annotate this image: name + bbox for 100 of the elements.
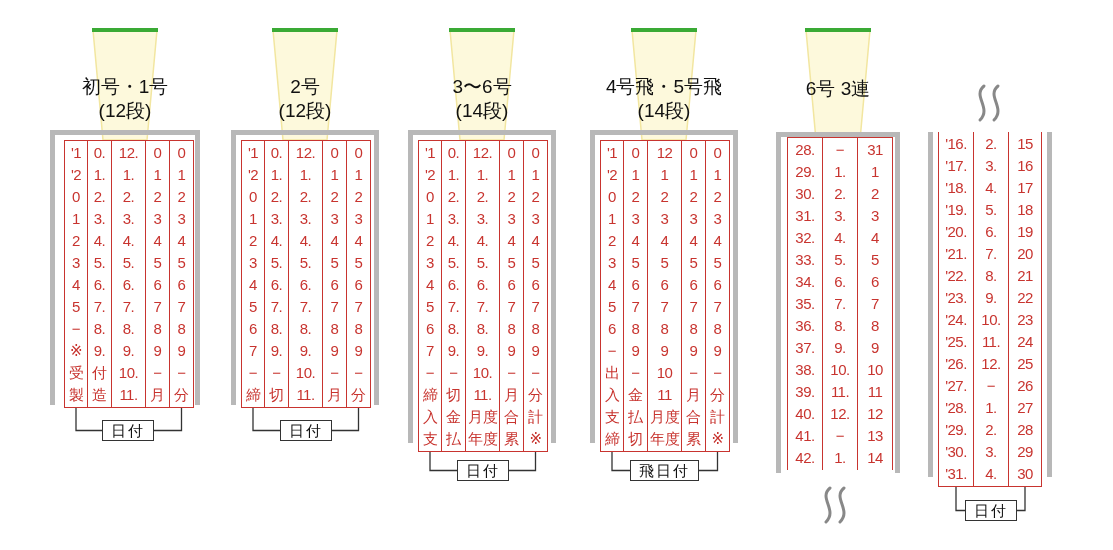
stamp-character: 入 [422, 407, 438, 427]
stamp-character: 2 [330, 187, 339, 207]
stamp-character: 7 [177, 297, 186, 317]
stamp-character: 金 [446, 407, 461, 427]
stamp-character: 9 [177, 341, 186, 361]
stamp-character: 9 [330, 341, 339, 361]
stamp-character: 9 [354, 341, 363, 361]
date-label: 飛日付 [630, 460, 699, 481]
stamp-character: 7 [426, 341, 434, 361]
stamp-character: 3 [689, 209, 698, 229]
stamp-character: '28. [945, 398, 967, 418]
stamp-character: 7 [354, 297, 363, 317]
stamp-character: 支 [604, 407, 620, 427]
date-label: 日付 [457, 460, 509, 481]
stamp-character: 9 [153, 341, 162, 361]
stamp-character: 0 [426, 187, 434, 207]
stamp-character: 7. [122, 297, 135, 317]
stamp-character: − [986, 376, 996, 396]
stamp-character: 8. [447, 319, 460, 339]
stamp-character: 1. [299, 165, 312, 185]
stamp-character: − [689, 363, 698, 383]
stamp-character: 6. [93, 275, 106, 295]
stamp-character: 8 [354, 319, 363, 339]
stamp-character: 4 [871, 228, 879, 248]
stamp-character: 2 [608, 231, 616, 251]
panel-title: (12段) [278, 99, 332, 123]
stamp-character: 40. [795, 404, 815, 424]
stamp-character: '1 [606, 143, 618, 163]
panel-title: (12段) [98, 99, 152, 123]
stamp-character: 7 [153, 297, 162, 317]
stamp-character: 4 [713, 231, 722, 251]
stamp-character: − [835, 140, 845, 160]
stamp-character: 3 [871, 206, 879, 226]
stamp-character: 8 [631, 319, 640, 339]
stamp-character: 4 [507, 231, 516, 251]
stamp-character: 締 [245, 385, 261, 405]
stamp-character: 0 [507, 143, 516, 163]
stamp-character: 11 [657, 385, 672, 405]
stamp-character: 2 [72, 231, 80, 251]
stamp-character: 6 [153, 275, 162, 295]
stamp-character: 5. [299, 253, 312, 273]
stamp-character: '25. [945, 332, 967, 352]
stamp-character: 2 [507, 187, 516, 207]
stamp-character: 製 [68, 385, 84, 405]
stamp-character: ※ [69, 341, 83, 361]
stamp-character: 4. [447, 231, 460, 251]
stamp-character: 1 [354, 165, 363, 185]
stamp-character: 11 [867, 382, 883, 402]
panel-title: (14段) [455, 99, 509, 123]
stamp-character: 4 [153, 231, 162, 251]
stamp-character: 5 [249, 297, 257, 317]
stamp-character: 2 [153, 187, 162, 207]
stamp-character: 1 [871, 162, 879, 182]
stamp-character: 3 [72, 253, 80, 273]
stamp-character: 1 [426, 209, 434, 229]
stamp-character: 1 [330, 165, 339, 185]
type-band-column [111, 140, 146, 408]
stamp-character: 7. [93, 297, 106, 317]
stamp-character: 5 [426, 297, 434, 317]
stamp-character: 計 [710, 407, 725, 427]
stamp-character: − [177, 363, 186, 383]
type-band-column [64, 140, 88, 408]
stamp-character: 9 [507, 341, 516, 361]
stamp-character: 1 [72, 209, 80, 229]
stamp-character: 0 [608, 187, 616, 207]
stamp-character: 6. [122, 275, 135, 295]
stamp-character: 3 [153, 209, 162, 229]
type-band-column [87, 140, 112, 408]
stamp-character: 月度 [468, 407, 497, 427]
type-band-column [857, 137, 893, 470]
stamp-character: 0 [354, 143, 363, 163]
stamp-character: 6 [249, 319, 257, 339]
stamp-character: 6 [426, 319, 434, 339]
panel-title: 3〜6号 [452, 75, 512, 99]
type-band-column [787, 137, 823, 470]
stamp-character: 1 [531, 165, 540, 185]
stamp-character: 3. [447, 209, 460, 229]
stamp-character: 8. [834, 316, 846, 336]
stamp-character: 1. [93, 165, 106, 185]
stamp-character: '27. [945, 376, 967, 396]
panel-title: (14段) [637, 99, 691, 123]
stamp-character: 3 [249, 253, 257, 273]
stamp-character: 31. [795, 206, 815, 226]
stamp-character: 6. [476, 275, 489, 295]
stamp-character: 7. [476, 297, 489, 317]
stamp-character: 30 [1017, 464, 1033, 484]
stamp-character: 12. [472, 143, 493, 163]
stamp-character: 33. [795, 250, 815, 270]
stamp-character: 12 [867, 404, 883, 424]
stamp-character: 8 [507, 319, 516, 339]
stamp-character: '1 [424, 143, 436, 163]
stamp-character: 7 [871, 294, 879, 314]
stamp-character: 6. [985, 222, 997, 242]
type-band-column [169, 140, 194, 408]
stamp-character: 7 [249, 341, 257, 361]
stamp-character: 27 [1017, 398, 1033, 418]
stamp-character: 3 [531, 209, 540, 229]
stamp-character: '24. [945, 310, 967, 330]
stamp-character: 0 [153, 143, 162, 163]
stamp-character: 月 [504, 385, 519, 405]
